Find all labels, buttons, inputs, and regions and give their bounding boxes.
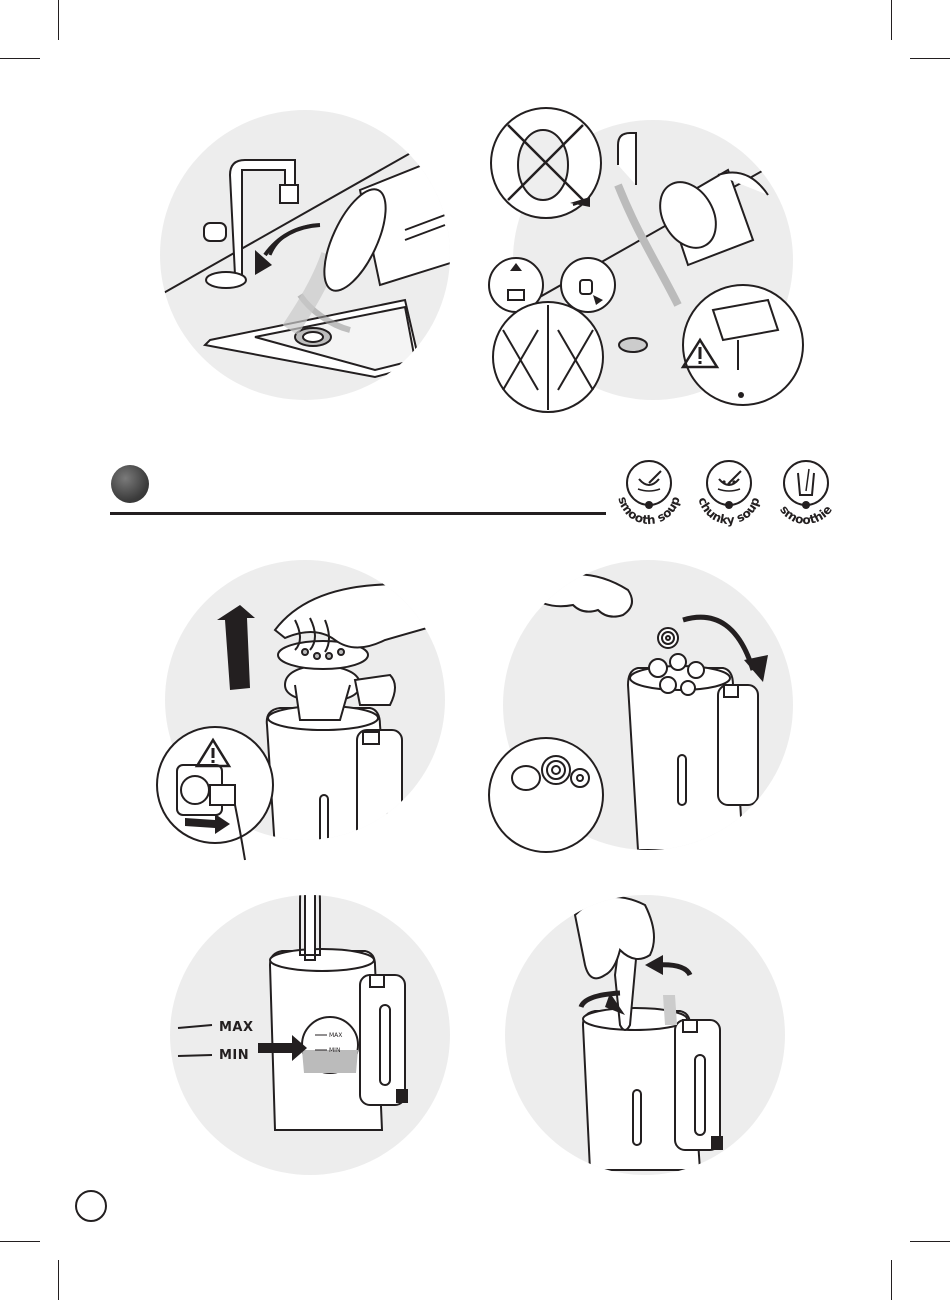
mode-label: chunky soup: [696, 495, 763, 527]
svg-text:smoothie: smoothie: [777, 503, 835, 528]
crop-mark: [0, 58, 40, 59]
rinse-lid-illustration: [488, 105, 808, 415]
section-number-badge: [111, 465, 149, 503]
crop-mark: [58, 1260, 59, 1300]
page-number-badge: [75, 1190, 107, 1222]
crop-mark: [910, 58, 950, 59]
svg-text:smooth soup: smooth soup: [615, 494, 683, 527]
min-mark-small: MIN: [329, 1047, 340, 1054]
min-level-label: MIN: [219, 1048, 249, 1063]
crop-mark: [891, 1260, 892, 1300]
svg-text:chunky soup: chunky soup: [696, 495, 763, 527]
crop-mark: [0, 1241, 40, 1242]
mode-smoothie: smoothie: [771, 455, 841, 525]
crop-mark: [58, 0, 59, 40]
max-mark-small: MAX: [329, 1032, 342, 1039]
add-ingredients-illustration: [488, 560, 788, 860]
mode-label: smooth soup: [615, 494, 683, 527]
mode-chunky-soup: chunky soup: [694, 455, 764, 525]
crop-mark: [910, 1241, 950, 1242]
crop-mark: [891, 0, 892, 40]
fill-water-illustration: MAX MIN: [160, 895, 460, 1185]
section-divider: [110, 512, 606, 515]
stir-illustration: [495, 895, 795, 1185]
remove-lid-illustration: [155, 560, 455, 860]
mode-label: smoothie: [777, 503, 835, 528]
max-level-label: MAX: [219, 1020, 254, 1035]
mode-smooth-soup: smooth soup: [614, 455, 684, 525]
pour-water-illustration: [160, 115, 460, 415]
